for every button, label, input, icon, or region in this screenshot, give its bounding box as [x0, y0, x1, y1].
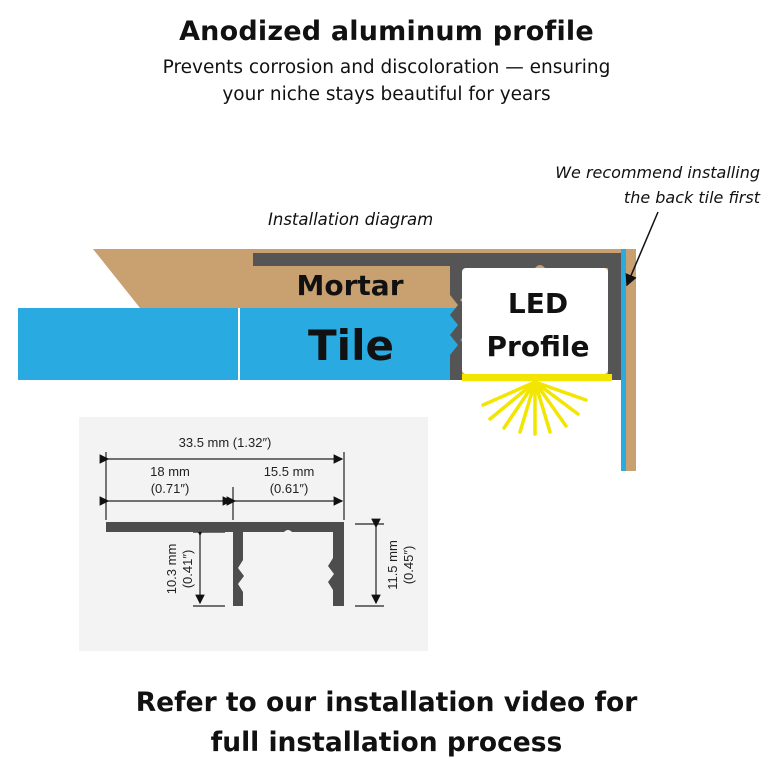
dim-left-height-mm: 10.3 mm	[164, 544, 179, 595]
led-profile-label-line-2: Profile	[487, 330, 590, 363]
dim-right-height-mm: 11.5 mm	[385, 540, 400, 590]
tile-label: Tile	[308, 321, 394, 370]
dim-left-width-mm: 18 mm	[150, 464, 190, 479]
page-title: Anodized aluminum profile	[179, 16, 594, 47]
subtitle-line-2: your niche stays beautiful for years	[222, 84, 551, 105]
dim-total-width: 33.5 mm (1.32″)	[179, 435, 272, 450]
back-tile-note-line-2: the back tile first	[623, 188, 760, 207]
led-light-rays	[481, 380, 588, 436]
dim-right-height-in: (0.45″)	[401, 546, 416, 585]
dim-right-width-in: (0.61″)	[270, 481, 309, 496]
back-tile	[621, 249, 629, 471]
dim-left-width-in: (0.71″)	[151, 481, 190, 496]
back-tile-pointer-arrow	[625, 211, 659, 287]
footer-note: Refer to our installation video for full…	[0, 683, 773, 763]
profile-side-view	[106, 522, 344, 606]
led-profile-label-line-1: LED	[508, 287, 568, 320]
led-profile-cross-section	[253, 253, 621, 381]
mortar-label: Mortar	[297, 269, 404, 302]
dim-right-width-mm: 15.5 mm	[264, 464, 315, 479]
footer-line-2: full installation process	[210, 727, 563, 758]
footer-line-1: Refer to our installation video for	[135, 687, 638, 718]
subtitle-line-1: Prevents corrosion and discoloration — e…	[162, 57, 611, 78]
back-tile-note-line-1: We recommend installing	[555, 163, 760, 182]
wall-substrate	[626, 249, 636, 471]
diagram-caption: Installation diagram	[268, 210, 434, 229]
back-tile-note: We recommend installing the back tile fi…	[548, 160, 760, 210]
dim-left-height-in: (0.41″)	[180, 550, 195, 589]
page-subtitle: Prevents corrosion and discoloration — e…	[0, 54, 773, 108]
led-strip	[462, 374, 612, 381]
